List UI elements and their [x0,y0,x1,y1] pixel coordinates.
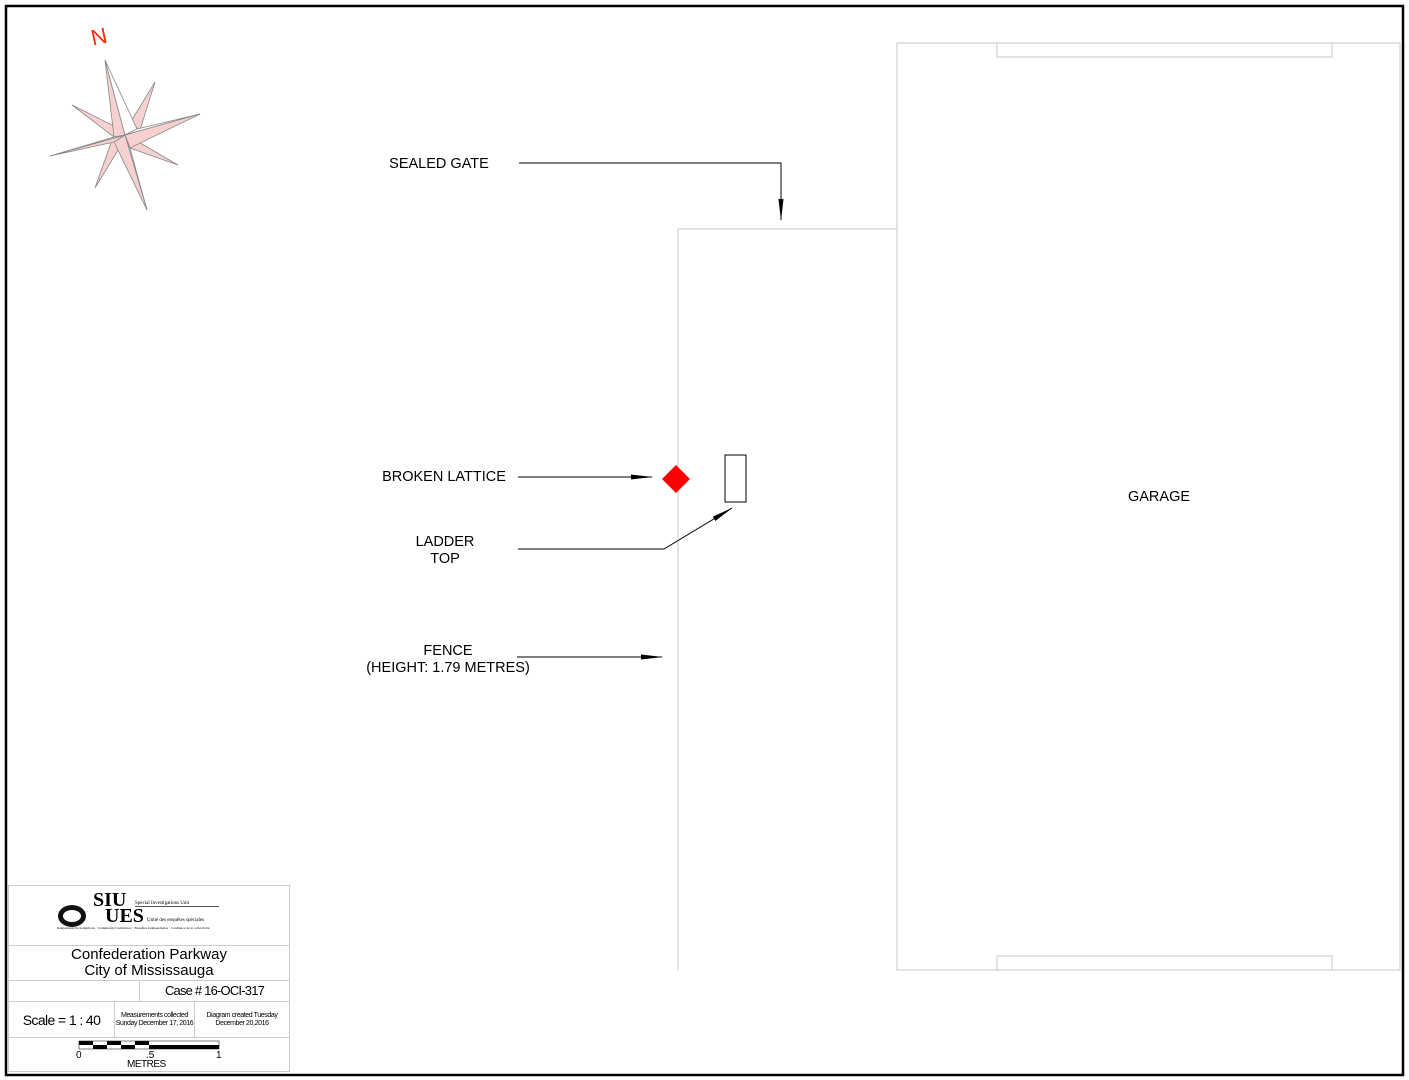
measurements-date: Measurements collected Sunday December 1… [115,1002,195,1038]
logo-tagline: Independent Investigations · Community C… [57,926,210,930]
measurements-line2: Sunday December 17, 2016 [115,1020,194,1027]
sealed-gate-arrow [519,162,784,221]
ladder-label-line1: LADDER [415,534,475,550]
diagram-created-date: Diagram created Tuesday December 20,2016 [195,1002,289,1038]
ladder-label-line2: TOP [430,551,460,567]
north-label: N [88,22,110,51]
page-border [4,4,1405,1077]
location: Confederation Parkway City of Mississaug… [9,946,289,981]
scale-bar-graphic [78,1040,220,1050]
scale-tick-mid: .5 [146,1050,155,1061]
fence-label-line2: (HEIGHT: 1.79 METRES) [366,660,530,676]
case-number: Case # 16-OCI-317 [140,981,289,1002]
broken-lattice-label: BROKEN LATTICE [382,469,506,485]
garage-outline [896,42,1401,971]
logo-ues: UES [105,905,144,927]
created-line2: December 20,2016 [215,1020,269,1027]
title-block: SIU UES Special Investigations Unit Unit… [8,885,290,1072]
scale-tick-0: 0 [76,1050,82,1061]
logo-en: Special Investigations Unit [135,901,219,907]
logo-siu: SIU [93,889,127,911]
scale-tick-1: 1 [216,1050,222,1061]
compass-rose-icon [49,59,201,211]
measurements-line1: Measurements collected [120,1012,189,1019]
fence-label: FENCE(HEIGHT: 1.79 METRES) [366,643,530,677]
ladder-top-marker [724,454,747,503]
garage-label: GARAGE [1127,489,1191,505]
fence-line [677,228,897,970]
sealed-gate-label: SEALED GATE [389,156,489,172]
case-row-left [9,981,140,1002]
logo-fr: Unité des enquêtes spéciales [147,918,205,923]
fence-label-line1: FENCE [423,643,473,659]
siu-logo: SIU UES Special Investigations Unit Unit… [9,886,289,946]
location-city: City of Mississauga [84,962,214,979]
ladder-top-arrow [518,507,733,550]
scale-bar: 0 .5 1 METRES [9,1038,289,1072]
created-line1: Diagram created Tuesday [206,1012,278,1019]
location-street: Confederation Parkway [71,946,227,963]
broken-lattice-marker [662,465,690,493]
scale-ratio: Scale = 1 : 40 [9,1002,115,1038]
siu-seal-icon [58,905,86,927]
scale-unit: METRES [127,1059,166,1070]
